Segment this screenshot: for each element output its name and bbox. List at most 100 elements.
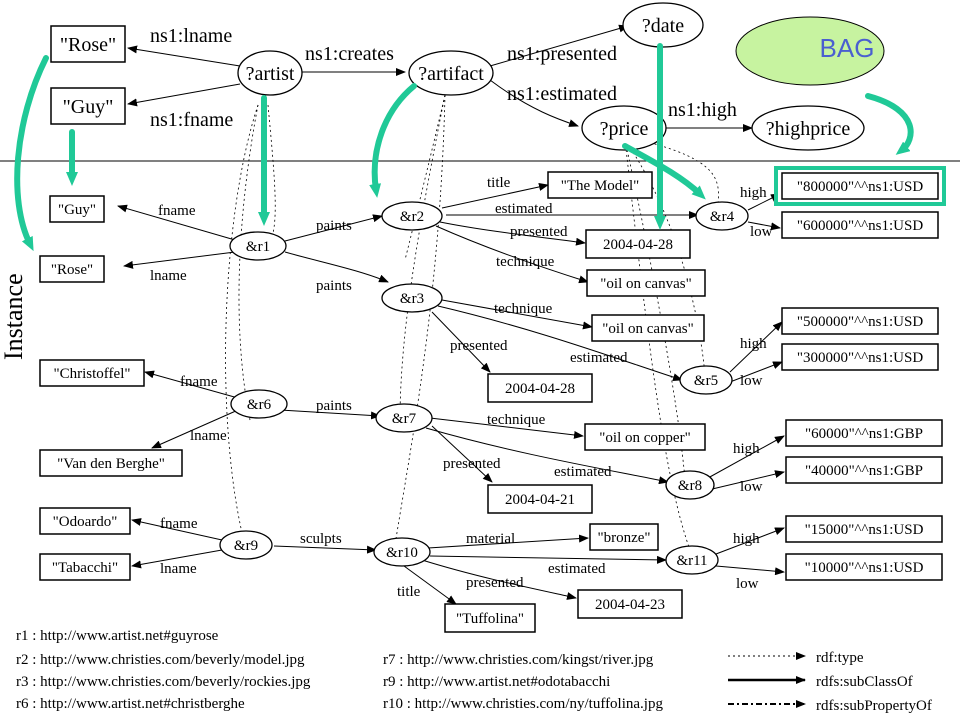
svg-text:presented: presented xyxy=(450,338,508,354)
svg-text:?price: ?price xyxy=(600,118,649,140)
svg-text:low: low xyxy=(740,479,763,495)
literal-date1: 2004-04-28 xyxy=(585,229,691,259)
svg-text:fname: fname xyxy=(160,516,198,532)
svg-text:"oil on copper": "oil on copper" xyxy=(599,430,690,446)
svg-text:paints: paints xyxy=(316,278,352,294)
instance-literals: "Guy" "Rose" "Christoffel" "Van den Berg… xyxy=(39,166,946,633)
svg-text:&r11: &r11 xyxy=(676,553,707,569)
svg-text:rdfs:subClassOf: rdfs:subClassOf xyxy=(816,674,913,690)
literal-rose: "Rose" xyxy=(39,255,105,283)
svg-text:estimated: estimated xyxy=(570,350,628,366)
resource-r9: &r9 xyxy=(219,530,273,560)
edge-label-fname: ns1:fname xyxy=(150,109,233,131)
edge-label-presented: ns1:presented xyxy=(507,43,617,65)
svg-text:technique: technique xyxy=(496,254,555,270)
svg-text:"Christoffel": "Christoffel" xyxy=(54,366,131,382)
literal-usd10: "10000"^^ns1:USD xyxy=(785,553,943,581)
svg-text:?date: ?date xyxy=(642,15,684,37)
literal-usd300: "300000"^^ns1:USD xyxy=(781,343,939,371)
svg-text:high: high xyxy=(740,336,767,352)
svg-text:?highprice: ?highprice xyxy=(766,118,851,140)
literal-odoardo: "Odoardo" xyxy=(39,507,131,535)
literal-usd800: "800000"^^ns1:USD xyxy=(774,166,946,206)
literal-oil2: "oil on canvas" xyxy=(591,314,705,342)
svg-text:"40000"^^ns1:GBP: "40000"^^ns1:GBP xyxy=(805,463,923,479)
resource-r7: &r7 xyxy=(375,403,433,433)
resource-r10: &r10 xyxy=(373,537,431,567)
edge-label-high: ns1:high xyxy=(668,99,737,121)
instance-edges xyxy=(117,182,785,605)
svg-text:&r8: &r8 xyxy=(678,478,702,494)
resource-r2: &r2 xyxy=(381,201,443,231)
svg-text:"The Model": "The Model" xyxy=(561,178,639,194)
literal-date2: 2004-04-28 xyxy=(487,373,593,403)
literal-usd15: "15000"^^ns1:USD xyxy=(785,515,943,543)
literal-guy: "Guy" xyxy=(49,195,105,223)
svg-text:paints: paints xyxy=(316,218,352,234)
svg-text:&r1: &r1 xyxy=(246,239,270,255)
svg-text:"Odoardo": "Odoardo" xyxy=(53,514,118,530)
svg-text:low: low xyxy=(740,373,763,389)
resource-r6: &r6 xyxy=(230,389,288,419)
svg-text:&r3: &r3 xyxy=(400,291,424,307)
rdf-type-dotted-lines xyxy=(225,94,719,551)
literal-date3: 2004-04-21 xyxy=(487,484,593,514)
literal-tuffolina: "Tuffolina" xyxy=(444,603,536,633)
svg-text:estimated: estimated xyxy=(495,201,553,217)
svg-text:&r4: &r4 xyxy=(710,209,735,225)
literal-usd500: "500000"^^ns1:USD xyxy=(781,307,939,335)
svg-text:high: high xyxy=(733,441,760,457)
svg-text:2004-04-28: 2004-04-28 xyxy=(505,381,575,397)
svg-text:?artist: ?artist xyxy=(246,63,295,85)
svg-text:fname: fname xyxy=(180,374,218,390)
resource-r1: &r1 xyxy=(229,231,287,261)
svg-text:estimated: estimated xyxy=(548,561,606,577)
svg-text:"800000"^^ns1:USD: "800000"^^ns1:USD xyxy=(797,179,924,195)
literal-usd600: "600000"^^ns1:USD xyxy=(781,211,939,239)
svg-text:"Rose": "Rose" xyxy=(51,262,93,278)
svg-text:"Tabacchi": "Tabacchi" xyxy=(52,560,118,576)
literal-gbp40: "40000"^^ns1:GBP xyxy=(785,456,943,484)
svg-text:presented: presented xyxy=(443,456,501,472)
svg-text:sculpts: sculpts xyxy=(300,531,342,547)
literal-themodel: "The Model" xyxy=(547,171,653,199)
literal-gbp60: "60000"^^ns1:GBP xyxy=(785,419,943,447)
svg-text:"10000"^^ns1:USD: "10000"^^ns1:USD xyxy=(805,560,924,576)
bag-node: BAG xyxy=(735,16,885,86)
edge-label-estimated: ns1:estimated xyxy=(507,83,617,105)
svg-text:"Rose": "Rose" xyxy=(60,34,116,56)
edge-label-creates: ns1:creates xyxy=(305,43,394,65)
svg-text:r9 : http://www.artist.net#odo: r9 : http://www.artist.net#odotabacchi xyxy=(383,674,610,690)
resource-r4: &r4 xyxy=(695,201,749,231)
instance-resources: &r1 &r2 &r3 &r4 &r5 &r6 &r7 &r8 &r9 &r10… xyxy=(219,201,749,575)
svg-text:high: high xyxy=(733,531,760,547)
svg-text:"bronze": "bronze" xyxy=(597,530,650,546)
legend-keys: rdf:type rdfs:subClassOf rdfs:subPropert… xyxy=(728,650,932,714)
literal-vandenberghe: "Van den Berghe" xyxy=(39,449,183,477)
resource-r5: &r5 xyxy=(679,365,733,395)
svg-text:"Guy": "Guy" xyxy=(63,96,114,118)
schema-node-highprice: ?highprice xyxy=(751,105,865,151)
svg-text:"300000"^^ns1:USD: "300000"^^ns1:USD xyxy=(797,350,924,366)
svg-text:rdf:type: rdf:type xyxy=(816,650,864,666)
literal-oil1: "oil on canvas" xyxy=(586,269,706,297)
svg-text:rdfs:subPropertyOf: rdfs:subPropertyOf xyxy=(816,698,932,714)
literal-christoffel: "Christoffel" xyxy=(39,359,145,387)
legend-references: r1 : http://www.artist.net#guyrose r2 : … xyxy=(16,628,663,712)
svg-text:presented: presented xyxy=(510,224,568,240)
literal-bronze: "bronze" xyxy=(589,523,659,551)
resource-r3: &r3 xyxy=(381,283,443,313)
svg-text:BAG: BAG xyxy=(820,33,875,63)
svg-text:title: title xyxy=(397,584,421,600)
svg-text:low: low xyxy=(736,576,759,592)
svg-text:2004-04-21: 2004-04-21 xyxy=(505,492,575,508)
svg-text:lname: lname xyxy=(150,268,187,284)
literal-tabacchi: "Tabacchi" xyxy=(39,553,131,581)
svg-text:"Guy": "Guy" xyxy=(58,202,96,218)
svg-text:paints: paints xyxy=(316,398,352,414)
instance-label: Instance xyxy=(0,273,28,360)
svg-text:r10 : http://www.christies.com: r10 : http://www.christies.com/ny/tuffol… xyxy=(383,696,663,712)
svg-text:r1 : http://www.artist.net#guy: r1 : http://www.artist.net#guyrose xyxy=(16,628,219,644)
svg-text:"oil on canvas": "oil on canvas" xyxy=(600,276,691,292)
